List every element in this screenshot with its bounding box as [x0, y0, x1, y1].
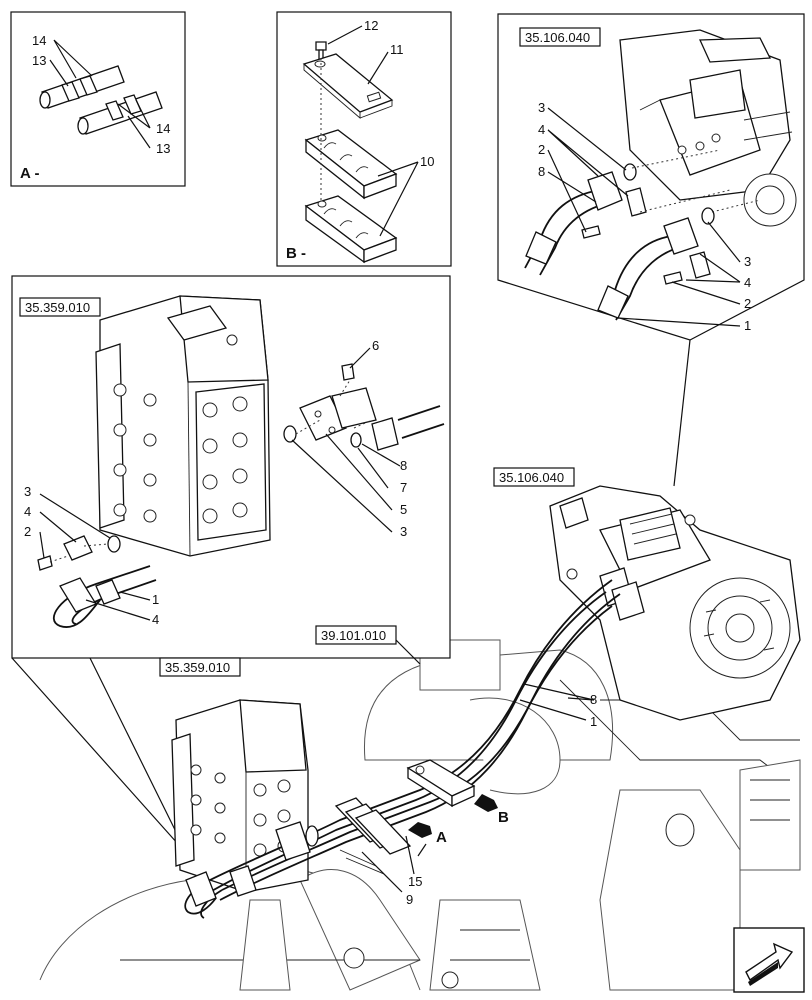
pump-callout-4-lower: 4 [744, 275, 751, 290]
ref-tank[interactable]: 39.101.010 [315, 625, 397, 645]
machine-frame [39, 639, 801, 991]
detail-a-label: A - [20, 165, 39, 182]
valve-callout-4-lower: 4 [152, 612, 159, 627]
detail-a-callout-14-upper: 14 [32, 33, 46, 48]
ref-pump-upper[interactable]: 35.106.040 [519, 27, 601, 47]
pump-detail-leader [673, 339, 691, 487]
pump-callout-1: 1 [744, 318, 751, 333]
detail-b-callout-12: 12 [364, 18, 378, 33]
detail-b-callout-11: 11 [390, 42, 404, 57]
main-callout-8: 8 [590, 692, 597, 707]
pump-callout-2-upper: 2 [538, 142, 545, 157]
detail-b-label: B - [286, 245, 306, 262]
detail-a-callout-14-lower: 14 [156, 121, 170, 136]
detail-a-panel: 14 13 14 13 A - [10, 11, 186, 187]
main-leader-9 [361, 851, 403, 893]
svg-text:35.359.010: 35.359.010 [165, 660, 230, 675]
main-pump-assembly [549, 485, 801, 721]
pump-detail-panel: 3 4 2 8 3 4 2 1 [497, 13, 805, 341]
valve-callout-2: 2 [24, 524, 31, 539]
svg-text:B: B [498, 809, 509, 826]
main-leader-15 [405, 835, 415, 875]
view-arrow-a: A [408, 822, 447, 857]
pump-callout-8: 8 [538, 164, 545, 179]
detail-b-callout-10: 10 [420, 154, 434, 169]
valve-callout-8: 8 [400, 458, 407, 473]
valve-callout-3-left: 3 [24, 484, 31, 499]
svg-text:A: A [436, 829, 447, 846]
svg-text:39.101.010: 39.101.010 [321, 628, 386, 643]
ref-pump-lower[interactable]: 35.106.040 [493, 467, 575, 487]
valve-callout-6: 6 [372, 338, 379, 353]
main-callout-9: 9 [406, 892, 413, 907]
ref-valve-upper[interactable]: 35.359.010 [19, 297, 101, 317]
detail-b-panel: 12 11 10 B - [276, 11, 452, 267]
svg-text:35.106.040: 35.106.040 [525, 30, 590, 45]
valve-callout-1: 1 [152, 592, 159, 607]
main-hose-bundle [184, 579, 621, 919]
view-arrow-b: B [474, 794, 509, 826]
ref-valve-lower[interactable]: 35.359.010 [159, 657, 241, 677]
svg-text:35.106.040: 35.106.040 [499, 470, 564, 485]
detail-a-callout-13-upper: 13 [32, 53, 46, 68]
valve-detail-leader [11, 657, 185, 849]
main-valve-assembly [171, 699, 309, 893]
next-page-arrow-icon[interactable] [733, 927, 805, 993]
detail-a-callout-13-lower: 13 [156, 141, 170, 156]
svg-text:35.359.010: 35.359.010 [25, 300, 90, 315]
pump-callout-3-lower: 3 [744, 254, 751, 269]
valve-callout-7: 7 [400, 480, 407, 495]
main-callout-1: 1 [590, 714, 597, 729]
pump-callout-2-lower: 2 [744, 296, 751, 311]
clamp-a-assembly [334, 797, 412, 875]
main-leader-1 [519, 699, 587, 721]
tank-ref-leader [395, 639, 421, 665]
main-leader-8 [523, 683, 595, 701]
valve-callout-3-right: 3 [400, 524, 407, 539]
pump-callout-4-upper: 4 [538, 122, 545, 137]
valve-callout-5: 5 [400, 502, 407, 517]
main-callout-15: 15 [408, 874, 422, 889]
pump-callout-3-upper: 3 [538, 100, 545, 115]
clamp-b-assembly [406, 759, 476, 808]
valve-callout-4-left: 4 [24, 504, 31, 519]
valve-ports-pattern [113, 318, 248, 524]
valve-detail-panel: 6 3 4 2 1 4 8 7 5 3 [11, 275, 451, 659]
